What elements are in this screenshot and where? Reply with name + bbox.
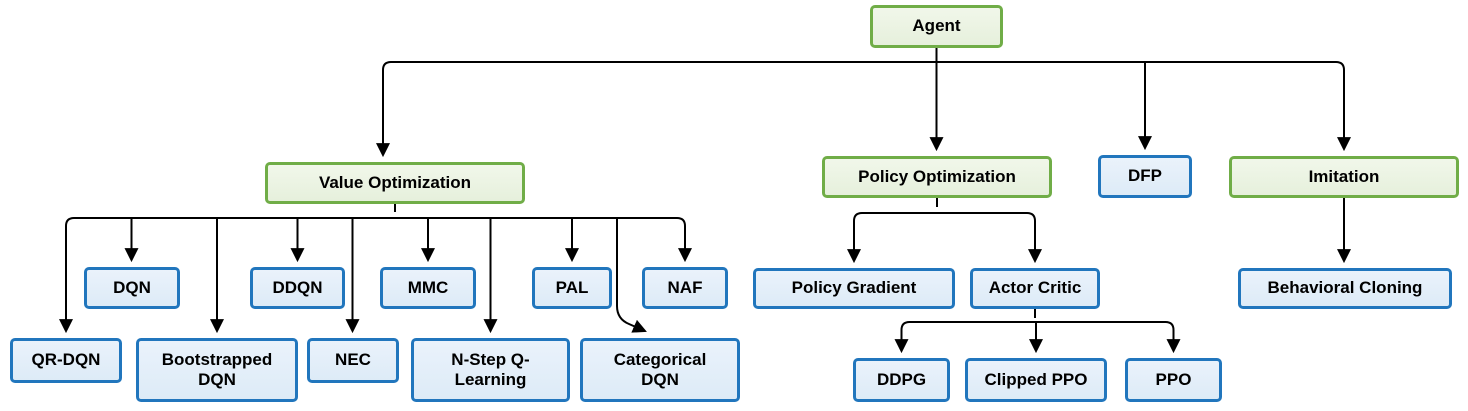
node-value-optimization: Value Optimization	[265, 162, 525, 204]
node-agent-label: Agent	[912, 16, 961, 36]
node-naf-label: NAF	[667, 277, 703, 297]
connector-to-categorical-dqn	[616, 218, 647, 333]
node-clipped-ppo: Clipped PPO	[965, 358, 1107, 402]
node-n-step-q-learning: N-Step Q-Learning	[411, 338, 570, 402]
node-ddpg: DDPG	[853, 358, 950, 402]
node-ddqn: DDQN	[250, 267, 345, 309]
node-ddqn-label: DDQN	[272, 277, 323, 297]
node-n-step-q-learning-label: N-Step Q-Learning	[451, 349, 530, 389]
connector-actor-critic-bus	[900, 321, 1175, 331]
node-bootstrapped-dqn: Bootstrapped DQN	[136, 338, 298, 402]
node-actor-critic: Actor Critic	[970, 268, 1100, 309]
node-policy-gradient-label: Policy Gradient	[791, 278, 917, 298]
node-ppo: PPO	[1125, 358, 1222, 402]
node-behavioral-cloning-label: Behavioral Cloning	[1267, 278, 1423, 298]
node-naf: NAF	[642, 267, 728, 309]
node-clipped-ppo-label: Clipped PPO	[984, 369, 1088, 389]
node-mmc: MMC	[380, 267, 476, 309]
node-policy-optimization-label: Policy Optimization	[858, 166, 1016, 186]
node-categorical-dqn-label: Categorical DQN	[613, 349, 707, 389]
connector-top-bus	[382, 61, 1345, 71]
node-policy-optimization: Policy Optimization	[822, 156, 1052, 198]
connector-value-optimization-bus	[65, 217, 686, 227]
node-policy-gradient: Policy Gradient	[753, 268, 955, 309]
node-categorical-dqn: Categorical DQN	[580, 338, 740, 402]
node-mmc-label: MMC	[407, 277, 449, 297]
node-nec: NEC	[307, 338, 399, 383]
node-pal: PAL	[532, 267, 612, 309]
node-qr-dqn-label: QR-DQN	[31, 350, 101, 370]
node-actor-critic-label: Actor Critic	[988, 278, 1082, 298]
node-imitation: Imitation	[1229, 156, 1459, 198]
node-nec-label: NEC	[335, 350, 371, 370]
node-dqn-label: DQN	[113, 277, 151, 297]
node-dfp: DFP	[1098, 155, 1192, 198]
node-pal-label: PAL	[555, 277, 589, 297]
node-agent: Agent	[870, 5, 1003, 48]
node-behavioral-cloning: Behavioral Cloning	[1238, 268, 1452, 309]
node-dqn: DQN	[84, 267, 180, 309]
node-ppo-label: PPO	[1155, 369, 1192, 389]
node-imitation-label: Imitation	[1308, 166, 1380, 186]
node-value-optimization-label: Value Optimization	[318, 172, 472, 192]
node-qr-dqn: QR-DQN	[10, 338, 122, 383]
connector-policy-optimization-bus	[853, 212, 1036, 222]
node-ddpg-label: DDPG	[876, 369, 927, 389]
node-dfp-label: DFP	[1128, 166, 1162, 186]
node-bootstrapped-dqn-label: Bootstrapped DQN	[161, 349, 273, 389]
